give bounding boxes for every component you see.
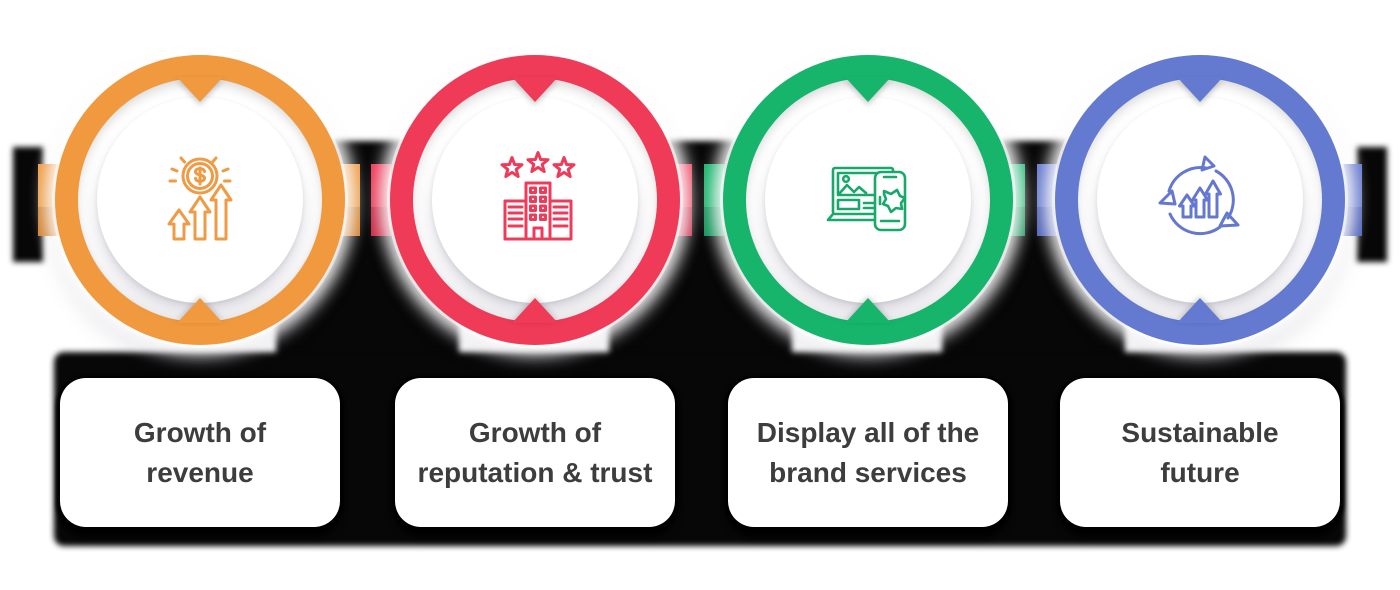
ribbon-notch-top (177, 77, 223, 102)
label-line: future (1160, 456, 1240, 488)
ribbon-tab-right-end (1342, 164, 1362, 236)
ribbon-notch-top (512, 77, 558, 102)
ribbon-notch-top (845, 77, 891, 102)
revenue-growth-icon (167, 156, 233, 241)
label-line: revenue (146, 456, 254, 488)
label-card-reputation: Growth of reputation & trust (395, 378, 675, 527)
ribbon-notch-bottom (1177, 298, 1223, 323)
label-line: Display all of the (756, 416, 980, 448)
ribbon-tab-left-end (38, 164, 58, 236)
sustainable-future-icon (1158, 155, 1240, 236)
brand-services-icon (826, 166, 907, 232)
label-line: Sustainable (1121, 416, 1279, 448)
ribbon-notch-bottom (845, 298, 891, 323)
ribbon-notch-bottom (177, 298, 223, 323)
ribbon-tab-gap3-right (1037, 164, 1057, 236)
label-line: brand services (769, 456, 967, 488)
circle-inner-plate (1097, 97, 1303, 303)
ribbon-notch-bottom (512, 298, 558, 323)
step-circle-reputation (390, 55, 680, 345)
ribbon-shadow-right-end (1357, 147, 1387, 262)
step-circle-brand-services (723, 55, 1013, 345)
step-circle-sustainable (1055, 55, 1345, 345)
circle-inner-plate (97, 97, 303, 303)
ribbon-notch-top (1177, 77, 1223, 102)
label-card-sustainable: Sustainable future (1060, 378, 1340, 527)
ribbon-tab-gap1-right (371, 164, 391, 236)
label-line: reputation & trust (417, 456, 653, 488)
ribbon-tab-gap2-right (704, 164, 724, 236)
label-line: Growth of (468, 416, 602, 448)
label-card-revenue: Growth of revenue (60, 378, 340, 527)
step-circle-revenue (55, 55, 345, 345)
circle-inner-plate (765, 97, 971, 303)
ribbon-tab-gap1-left (340, 164, 360, 236)
label-line: Growth of (133, 416, 267, 448)
reputation-trust-icon (500, 151, 576, 241)
label-card-brand-services: Display all of the brand services (728, 378, 1008, 527)
